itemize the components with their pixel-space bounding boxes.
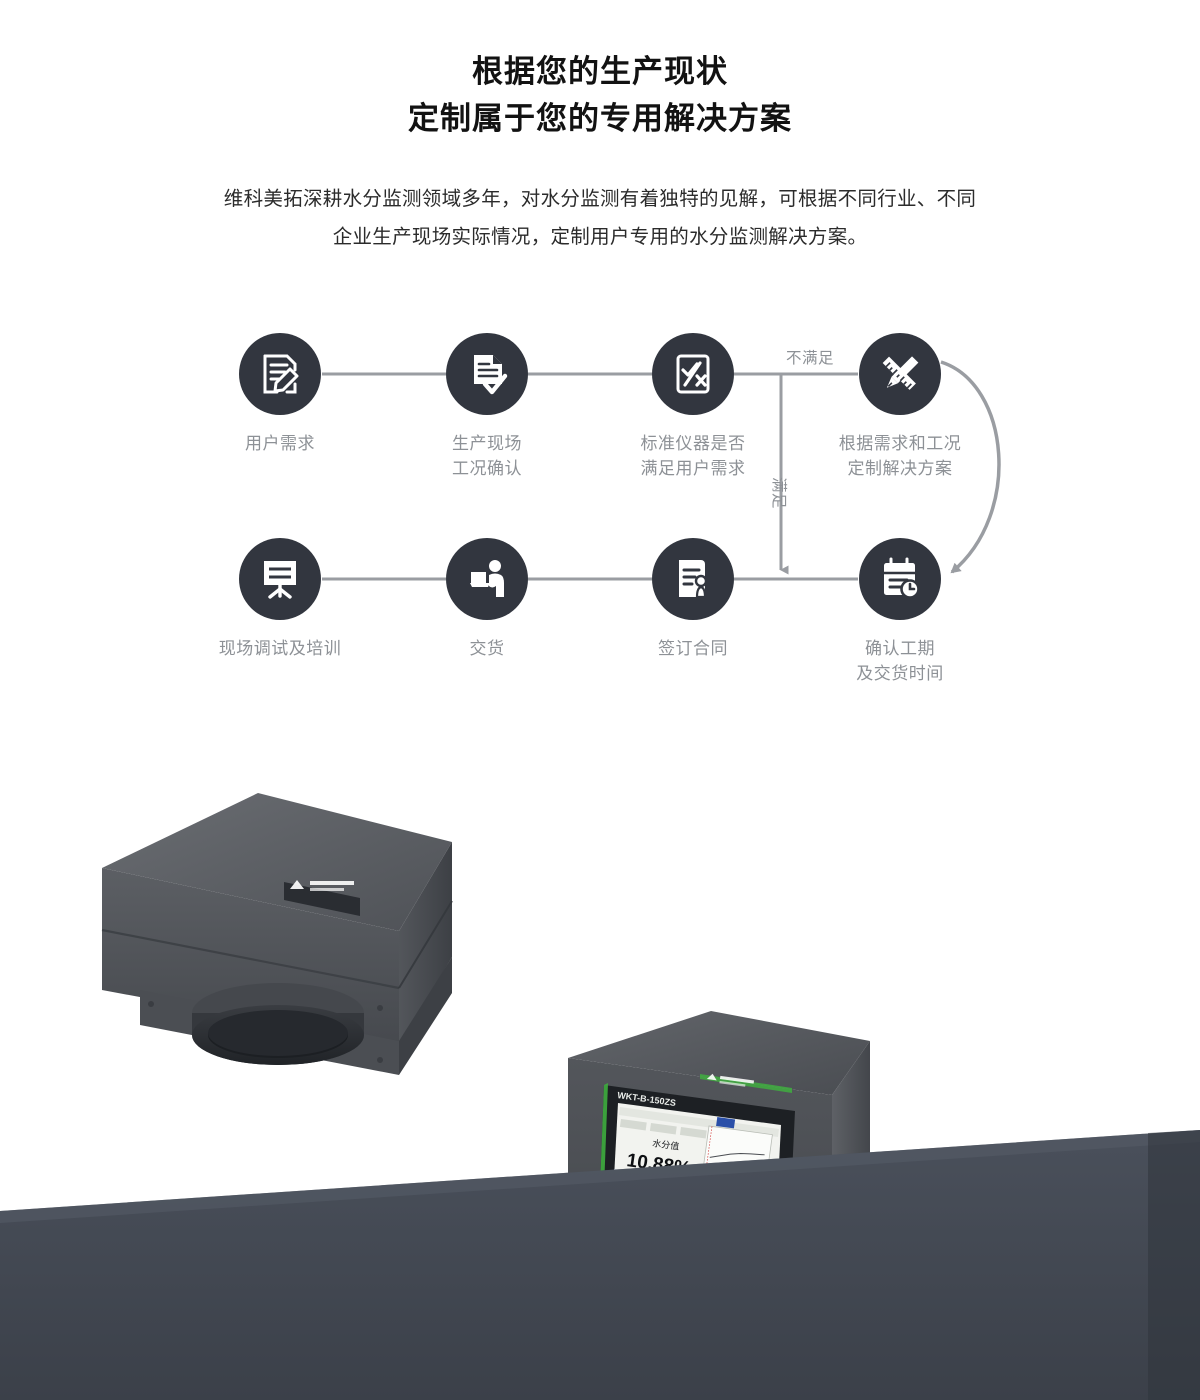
flow-node-caption: 现场调试及培训 [218, 639, 342, 658]
flow-node-caption: 用户需求 [245, 434, 315, 453]
flow-node-user-requirement[interactable]: 用户需求 [190, 333, 370, 456]
flow-node-confirm-schedule[interactable]: 确认工期 及交货时间 [810, 538, 990, 686]
flow-node-caption: 根据需求和工况 定制解决方案 [838, 434, 962, 478]
flow-node-custom-solution[interactable]: 根据需求和工况 定制解决方案 [810, 333, 990, 481]
controller-bezel-brand [706, 1073, 755, 1087]
flow-node-standard-instrument-check[interactable]: 标准仪器是否 满足用户需求 [603, 333, 783, 481]
person-delivery-icon [446, 538, 528, 620]
flow-node-onsite-commission-training[interactable]: 现场调试及培训 [190, 538, 370, 661]
flow-node-caption: 生产现场 工况确认 [452, 434, 522, 478]
document-check-icon [446, 333, 528, 415]
checkbox-cross-icon [652, 333, 734, 415]
flow-connectors [322, 360, 1001, 581]
contract-seal-icon [652, 538, 734, 620]
product-photo: 水分值 10.88% [0, 745, 1200, 1400]
intro-paragraph: 维科美拓深耕水分监测领域多年，对水分监测有着独特的见解，可根据不同行业、不同 企… [0, 180, 1200, 256]
sensor-head-unit [101, 793, 453, 1075]
flow-node-caption: 确认工期 及交货时间 [856, 639, 944, 683]
heading-block: 根据您的生产现状 定制属于您的专用解决方案 维科美拓深耕水分监测领域多年，对水分… [0, 0, 1200, 256]
flow-node-sign-contract[interactable]: 签订合同 [603, 538, 783, 661]
page-title-line-1: 根据您的生产现状 [472, 54, 728, 89]
intro-line-1: 维科美拓深耕水分监测领域多年，对水分监测有着独特的见解，可根据不同行业、不同 [223, 188, 977, 210]
sensor-brand-badge [284, 880, 360, 916]
intro-line-2: 企业生产现场实际情况，定制用户专用的水分监测解决方案。 [332, 226, 868, 248]
calendar-clock-icon [859, 538, 941, 620]
ruler-pencil-icon [859, 333, 941, 415]
flow-node-site-condition-confirm[interactable]: 生产现场 工况确认 [397, 333, 577, 481]
page-title-line-2: 定制属于您的专用解决方案 [408, 101, 792, 136]
flow-node-delivery[interactable]: 交货 [397, 538, 577, 661]
screen-value-label: 水分值 [652, 1137, 680, 1152]
branch-label-satisfied: 满足 [770, 477, 787, 510]
flow-node-caption: 标准仪器是否 满足用户需求 [640, 434, 746, 478]
flow-node-caption: 交货 [469, 639, 505, 658]
branch-label-not-satisfied: 不满足 [786, 350, 835, 367]
process-flow-diagram: 不满足 满足 用户需求 [0, 314, 1200, 744]
document-edit-icon [239, 333, 321, 415]
flow-node-caption: 签订合同 [658, 639, 728, 658]
product-illustration: 水分值 10.88% [0, 793, 1200, 1400]
sensor-lens-barrel [192, 983, 364, 1065]
platform-band [0, 1130, 1200, 1400]
presentation-board-icon [239, 538, 321, 620]
